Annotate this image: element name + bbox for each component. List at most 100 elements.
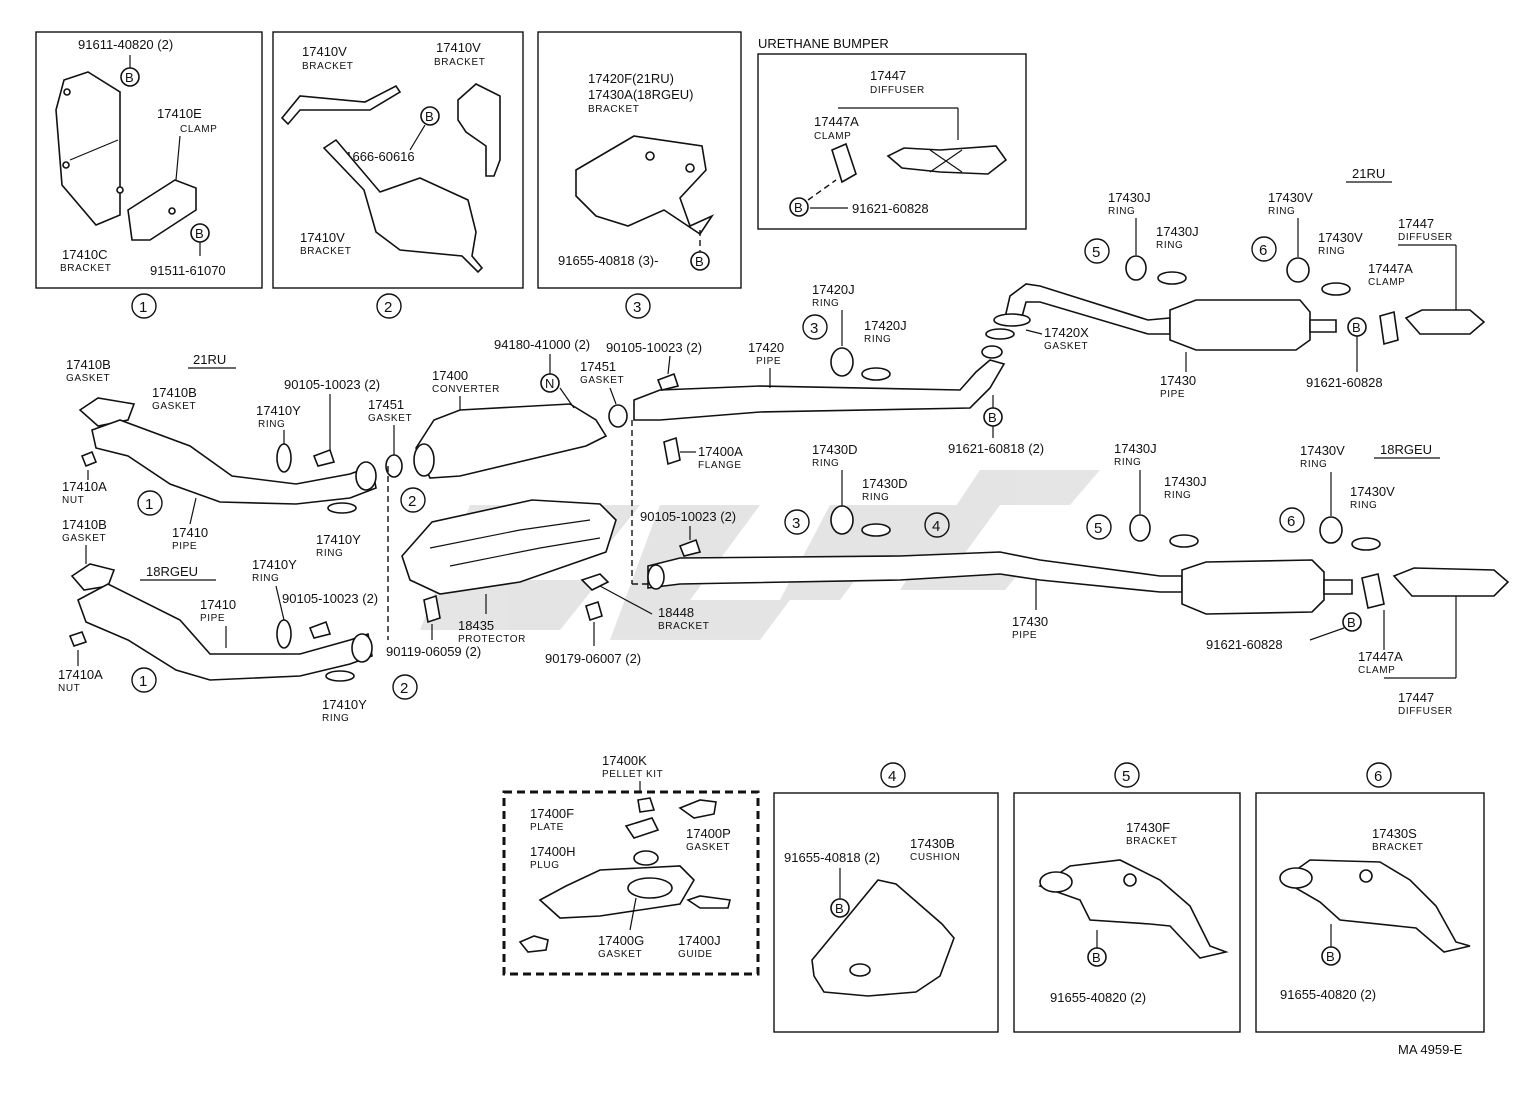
label-part-17410b: 17410B	[66, 357, 111, 372]
part-shape	[663, 436, 681, 466]
label-c2: 2	[408, 493, 416, 510]
label-part-17420x: 17420X	[1044, 325, 1089, 340]
label-sub-ring: RING	[812, 298, 839, 309]
part-shape	[1038, 859, 1229, 959]
code-18rgeu-left: 18RGEU	[146, 564, 198, 579]
part-shape	[392, 674, 418, 700]
part-shape	[784, 509, 810, 535]
callout-5-box	[1114, 762, 1140, 788]
label-sub-pipe: PIPE	[1012, 630, 1037, 641]
label-sub-flange: FLANGE	[698, 460, 742, 471]
label-sub-gasket: GASKET	[62, 533, 106, 544]
pipe-17410-18rgeu	[77, 583, 373, 681]
muffler-18rgeu	[1181, 559, 1325, 615]
part-shape	[924, 512, 950, 538]
part-shape	[70, 563, 116, 591]
part-shape	[322, 138, 484, 274]
part-91511-61070: 91511-61070	[150, 263, 226, 278]
inset-box-6: 17430S BRACKET B 91655-40820 (2)	[1255, 792, 1485, 1033]
part-17410v-bottom: 17410V	[300, 230, 345, 245]
part-shape	[1361, 573, 1385, 609]
part-shape	[685, 163, 695, 173]
label-part-17447a: 17447A	[814, 114, 859, 129]
label-part-17447: 17447	[1398, 216, 1434, 231]
part-shape	[1351, 537, 1381, 551]
part-shape	[1279, 507, 1305, 533]
label-part-17451: 17451	[368, 397, 404, 412]
part-shape	[1323, 579, 1353, 595]
part-shape	[645, 151, 655, 161]
label-sub-ring: RING	[316, 548, 343, 559]
label-b: B	[794, 200, 803, 215]
label-part-91621-60828: 91621-60828	[1306, 375, 1383, 390]
label-b: B	[1326, 949, 1335, 964]
part-shape	[168, 207, 176, 215]
label-part-17410y: 17410Y	[316, 532, 361, 547]
part-shape	[1286, 257, 1310, 283]
part-shape	[312, 448, 336, 467]
label-part-94180-41000: 94180-41000 (2)	[494, 337, 590, 352]
label-part-17410a: 17410A	[62, 479, 107, 494]
label-part-91655-40820-2: 91655-40820 (2)	[1280, 987, 1376, 1002]
label-part-17447a: 17447A	[1368, 261, 1413, 276]
part-shape	[420, 106, 440, 126]
label-sub-ring: RING	[1318, 246, 1345, 257]
part-shape	[62, 161, 70, 169]
callout-2	[376, 293, 402, 319]
pellet-kit-box: 17400K PELLET KIT 17400F PLATE 17400H PL…	[502, 753, 760, 976]
label-c1: 1	[139, 673, 147, 690]
label-part-17410y: 17410Y	[322, 697, 367, 712]
part-shape	[137, 490, 163, 516]
label-b: B	[988, 410, 997, 425]
label-b: B	[1092, 950, 1101, 965]
label-c6: 6	[1259, 242, 1267, 259]
part-91655-40818-3: 91655-40818 (3)-	[558, 253, 658, 268]
part-shape	[1025, 329, 1043, 335]
label-c4: 4	[888, 768, 896, 785]
part-shape	[308, 620, 332, 639]
label-sub-ring: RING	[1350, 500, 1377, 511]
muffler-21ru	[1169, 299, 1311, 351]
part-91611-40820: 91611-40820 (2)	[78, 37, 173, 52]
label-part-91621-60818-2: 91621-60818 (2)	[948, 441, 1044, 456]
label-part-17430j: 17430J	[1164, 474, 1207, 489]
label-c3: 3	[792, 515, 800, 532]
code-18rgeu-right: 18RGEU	[1380, 442, 1432, 457]
label-part-90105-10023: 90105-10023 (2)	[640, 509, 736, 524]
callout-4-box	[880, 762, 906, 788]
label-c1: 1	[145, 496, 153, 513]
label-part-17400: 17400	[432, 368, 468, 383]
part-shape	[811, 879, 955, 997]
part-shape	[80, 450, 98, 468]
label-c5: 5	[1094, 520, 1102, 537]
part-shape	[981, 345, 1003, 359]
diagram-code: MA 4959-E	[1398, 1042, 1463, 1057]
label-sub-pellet-kit: PELLET KIT	[602, 769, 663, 780]
label-sub-ring: RING	[1114, 457, 1141, 468]
part-shape	[1279, 867, 1313, 889]
inset-box-1: 91611-40820 (2) B 17410E CLAMP B 17410C …	[35, 31, 263, 289]
label-part-17400p: 17400P	[686, 826, 731, 841]
inset-box-4: 91655-40818 (2) 17430B CUSHION B	[773, 792, 999, 1033]
part-shape	[131, 667, 157, 693]
label-part-90105-10023-2: 90105-10023 (2)	[606, 340, 702, 355]
label-part-17400a: 17400A	[698, 444, 743, 459]
pipe-17420	[633, 359, 1006, 421]
part-shape	[608, 404, 628, 428]
label-sub-pipe: PIPE	[756, 356, 781, 367]
part-shape	[68, 631, 88, 647]
part-shape	[929, 149, 963, 173]
part-shape	[624, 817, 660, 839]
part-shape	[1379, 310, 1399, 346]
part-17430a: 17430A(18RGEU)	[588, 87, 694, 102]
label-sub-bracket: BRACKET	[300, 246, 351, 257]
part-shape	[599, 585, 653, 615]
label-b: B	[125, 70, 134, 85]
label-sub-nut: NUT	[62, 495, 84, 506]
part-shape	[831, 142, 857, 184]
label-part-91621-60828: 91621-60828	[852, 201, 929, 216]
label-part-91621-60828: 91621-60828	[1206, 637, 1283, 652]
part-shape	[686, 895, 731, 909]
part-shape	[789, 197, 809, 217]
